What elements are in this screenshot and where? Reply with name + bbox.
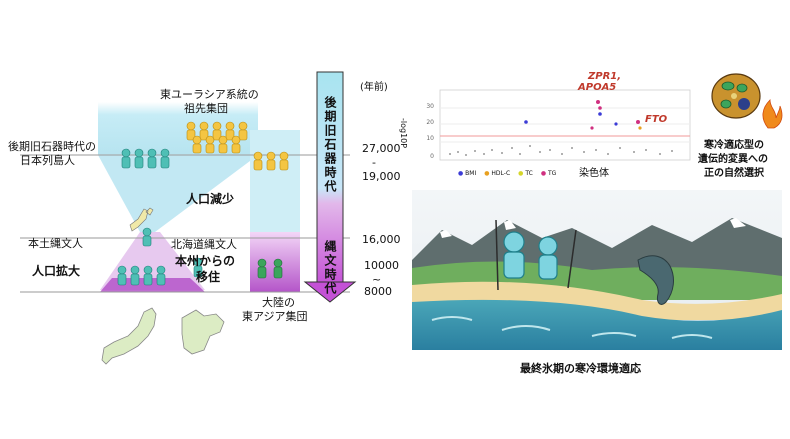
caption: 最終氷期の寒冷環境適応 — [520, 362, 641, 375]
ice-age-illustration — [412, 190, 782, 350]
period-arrow-shaft — [316, 71, 344, 285]
year-16000: 16,000 — [362, 233, 401, 246]
selection-text-1: 寒冷適応型の — [704, 140, 764, 151]
svg-text:10: 10 — [426, 135, 434, 142]
cell-illustration — [711, 73, 783, 129]
jomon-figures — [117, 227, 203, 286]
manhattan-ylabel: -log10P — [399, 118, 408, 149]
manhattan-plot: 30 20 10 0 — [426, 89, 691, 161]
year-19000: 19,000 — [362, 170, 401, 183]
honshu-jomon-label: 本土縄文人 — [28, 237, 83, 250]
year-27000: 27,000 — [362, 142, 401, 155]
migration-label-2: 移住 — [196, 270, 221, 284]
year-tilde: ~ — [372, 273, 382, 286]
year-dash: - — [372, 156, 376, 169]
seal — [637, 255, 674, 305]
svg-text:20: 20 — [426, 119, 434, 126]
selection-text-3: 正の自然選択 — [704, 168, 764, 179]
gene-label-apoa5: APOA5 — [578, 82, 617, 93]
hokkaido-jomon-label: 北海道縄文人 — [171, 238, 237, 251]
small-japan-map — [129, 207, 154, 232]
legend-tg: ● TG — [540, 170, 557, 177]
continental-figures — [253, 151, 289, 171]
legend-hdl: ● HDL-C — [484, 170, 511, 177]
paleolithic-label-1: 後期旧石器時代の — [8, 140, 96, 153]
period-arrow-head — [303, 281, 357, 303]
east-eurasian-label-2: 祖先集団 — [184, 102, 228, 115]
spear-left — [495, 219, 499, 291]
legend-tc: ● TC — [518, 170, 533, 177]
legend-bmi: ● BMI — [458, 170, 477, 177]
migration-label-1: 本州からの — [175, 254, 236, 268]
spear-right — [567, 229, 577, 289]
period-jomon: 縄文時代 — [323, 240, 337, 296]
period-upper-paleolithic: 後期旧石器時代 — [323, 96, 337, 194]
bottleneck-top — [98, 154, 258, 232]
unit-label: (年前) — [360, 82, 388, 93]
continental-label-2: 東アジア集団 — [242, 310, 308, 323]
flame-icon — [762, 99, 783, 129]
manhattan-legend: ● BMI ● HDL-C ● TC ● TG — [458, 170, 556, 177]
gene-label-zpr1: ZPR1, — [588, 71, 622, 82]
hunter-figures — [503, 231, 558, 280]
gene-label-fto: FTO — [645, 114, 668, 125]
year-8000: 8000 — [364, 285, 392, 298]
hokkaido-figures — [257, 258, 283, 279]
ancestral-figures — [186, 121, 248, 154]
left-diagram-graphics — [20, 71, 357, 365]
population-decrease-label: 人口減少 — [186, 192, 235, 206]
continental-label-1: 大陸の — [262, 296, 295, 309]
sea — [412, 299, 782, 350]
east-eurasian-label-1: 東ユーラシア系統の — [160, 88, 259, 101]
manhattan-xlabel: 染色体 — [579, 168, 609, 179]
manhattan-points — [449, 145, 673, 156]
population-increase-label: 人口拡大 — [32, 264, 81, 278]
hokkaido-map — [181, 309, 225, 355]
year-10000: 10000 — [364, 259, 399, 272]
paleolithic-figures — [121, 148, 170, 169]
svg-text:0: 0 — [430, 153, 434, 160]
expansion-base — [100, 278, 205, 292]
honshu-map — [101, 307, 157, 365]
svg-text:30: 30 — [426, 103, 434, 110]
paleolithic-label-2: 日本列島人 — [20, 154, 75, 167]
selection-text-2: 遺伝的変異への — [698, 154, 768, 165]
